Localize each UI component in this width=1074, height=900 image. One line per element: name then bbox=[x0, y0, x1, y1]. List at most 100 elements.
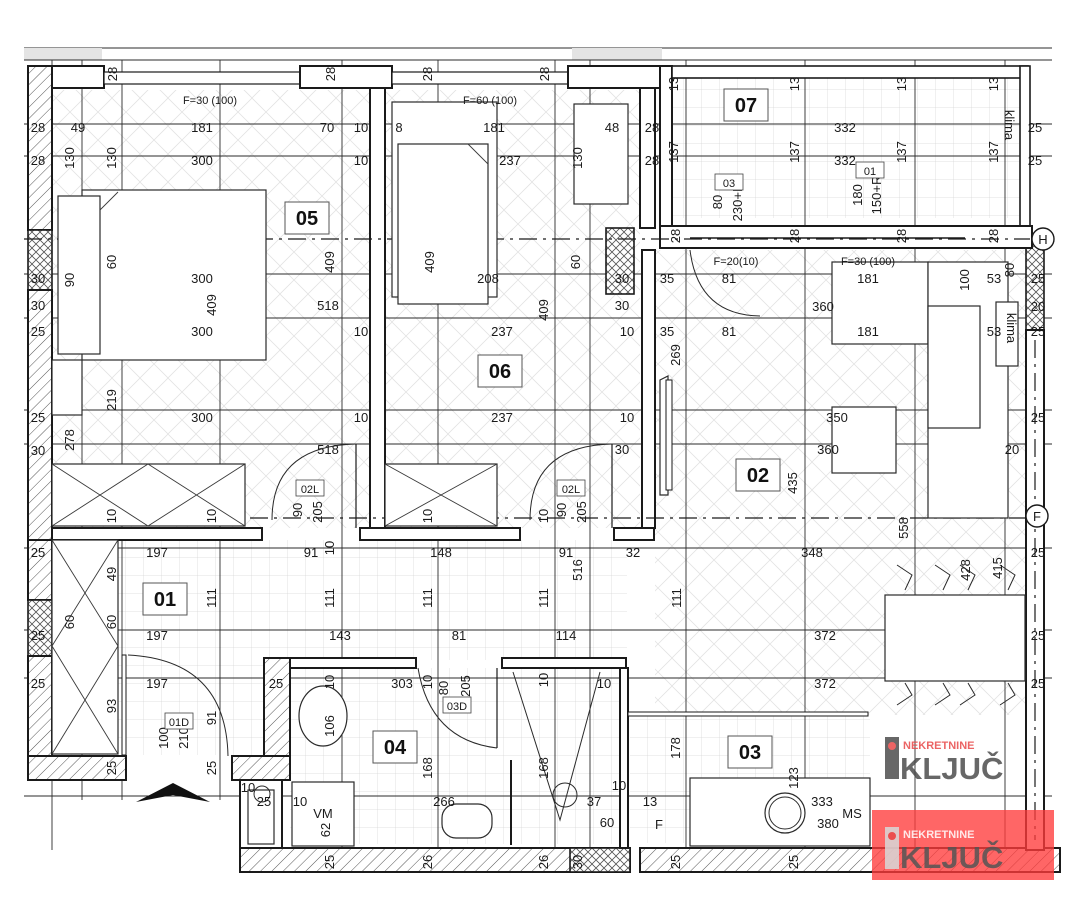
dimension-label: 372 bbox=[814, 628, 836, 643]
dimension-label: 53 bbox=[987, 271, 1001, 286]
room-06: 06 bbox=[477, 354, 523, 388]
room-02: 02 bbox=[735, 458, 781, 492]
room-03: 03 bbox=[727, 735, 773, 769]
watermark-upper: NEKRETNINE KLJUČ bbox=[885, 737, 1003, 786]
grid-marker-h-label: H bbox=[1038, 232, 1047, 247]
dimension-label: 10 bbox=[597, 676, 611, 691]
dimension-label: 10 bbox=[354, 324, 368, 339]
dimension-label: 53 bbox=[987, 324, 1001, 339]
svg-text:02L: 02L bbox=[301, 484, 319, 496]
dimension-label: 415 bbox=[990, 557, 1005, 579]
dimension-label: 10 bbox=[322, 541, 337, 555]
svg-text:02L: 02L bbox=[562, 484, 580, 496]
dimension-label: 80 bbox=[710, 195, 725, 209]
dimension-label: 10 bbox=[420, 675, 435, 689]
dimension-label: 60 bbox=[104, 255, 119, 269]
dimension-label: 25 bbox=[31, 410, 45, 425]
ac-unit bbox=[995, 301, 1019, 367]
dimension-label: 111 bbox=[669, 588, 684, 608]
dimension-label: 130 bbox=[570, 147, 585, 169]
bed-headboard bbox=[57, 195, 101, 355]
dimension-label: 25 bbox=[1031, 676, 1045, 691]
nightstand bbox=[51, 359, 83, 416]
dimension-label: 150+R bbox=[869, 176, 884, 215]
grid-marker-f bbox=[1025, 504, 1049, 528]
dimension-label: 137 bbox=[666, 141, 681, 163]
dimension-label: 28 bbox=[645, 120, 659, 135]
dimension-label: 180 bbox=[850, 184, 865, 206]
dimension-label: 60 bbox=[600, 815, 614, 830]
dimension-label: 181 bbox=[857, 271, 879, 286]
grid-markers: H F bbox=[1025, 227, 1055, 528]
toilet bbox=[298, 685, 348, 747]
dimension-label: 70 bbox=[320, 120, 334, 135]
dimension-label: 25 bbox=[1031, 271, 1045, 286]
annotation-label: 25 bbox=[257, 794, 271, 809]
dimension-label: 197 bbox=[146, 545, 168, 560]
dimension-label: 80 bbox=[1002, 263, 1017, 277]
dimension-label: 111 bbox=[420, 588, 435, 608]
window-label: F=20(10) bbox=[714, 256, 759, 268]
shower bbox=[512, 671, 601, 822]
dimension-label: 518 bbox=[317, 298, 339, 313]
dimension-label: 332 bbox=[834, 153, 856, 168]
dimension-label: 100 bbox=[957, 269, 972, 291]
dimension-label: 168 bbox=[536, 757, 551, 779]
dimension-label: 111 bbox=[322, 588, 337, 608]
dimension-label: 278 bbox=[62, 429, 77, 451]
dimension-label: 106 bbox=[322, 715, 337, 737]
dimension-label: 409 bbox=[422, 251, 437, 273]
dimension-label: 333 bbox=[811, 794, 833, 809]
dimension-label: 372 bbox=[814, 676, 836, 691]
dimension-label: 91 bbox=[559, 545, 573, 560]
dimension-label: 269 bbox=[668, 344, 683, 366]
annotation-label: klima bbox=[1002, 110, 1017, 141]
dimension-label: 10 bbox=[420, 509, 435, 523]
wardrobe bbox=[51, 463, 246, 527]
furniture bbox=[51, 101, 1026, 847]
dimension-label: 25 bbox=[668, 855, 683, 869]
dimension-label: 26 bbox=[420, 855, 435, 869]
dimension-label: 303 bbox=[391, 676, 413, 691]
dimension-label: 37 bbox=[587, 794, 601, 809]
dimension-label: 28 bbox=[31, 120, 45, 135]
dimension-label: 91 bbox=[204, 711, 219, 725]
hob bbox=[764, 792, 806, 834]
dimension-label: 380 bbox=[817, 816, 839, 831]
dimension-label: 10 bbox=[322, 675, 337, 689]
room-number: 07 bbox=[735, 95, 757, 117]
dimension-label: 300 bbox=[191, 324, 213, 339]
dimension-label: 25 bbox=[1028, 120, 1042, 135]
dimension-label: 360 bbox=[812, 299, 834, 314]
entrance-arrow-icon bbox=[136, 783, 210, 802]
dimension-label: 25 bbox=[786, 855, 801, 869]
dimension-label: 237 bbox=[491, 410, 513, 425]
dimension-label: 197 bbox=[146, 676, 168, 691]
room-number: 04 bbox=[384, 737, 407, 759]
annotation-label: klima bbox=[1004, 313, 1019, 344]
dimension-label: 205 bbox=[310, 501, 325, 523]
dimension-label: 28 bbox=[537, 67, 552, 81]
watermark-lower: NEKRETNINE KLJUČ bbox=[885, 827, 1003, 875]
dining-table bbox=[884, 594, 1026, 682]
dimension-label: 26 bbox=[536, 855, 551, 869]
dimension-label: 60 bbox=[104, 615, 119, 629]
coffee-table bbox=[831, 406, 897, 474]
dimension-label: 30 bbox=[31, 443, 45, 458]
dimension-label: 219 bbox=[104, 389, 119, 411]
dimension-label: 8 bbox=[395, 120, 402, 135]
armchair bbox=[831, 261, 929, 345]
dimension-label: 25 bbox=[1031, 324, 1045, 339]
watermark-line2: KLJUČ bbox=[900, 750, 1003, 786]
dimension-label: 13 bbox=[986, 77, 1001, 91]
dimension-label: 80 bbox=[436, 681, 451, 695]
dimension-label: 30 bbox=[615, 271, 629, 286]
dimension-label: 10 bbox=[612, 778, 626, 793]
dimension-label: 181 bbox=[483, 120, 505, 135]
dimension-label: 93 bbox=[104, 699, 119, 713]
dimension-label: 516 bbox=[570, 559, 585, 581]
room-number: 01 bbox=[154, 589, 176, 611]
dimension-label: 13 bbox=[643, 794, 657, 809]
dimension-label: 10 bbox=[104, 509, 119, 523]
dimension-label: 197 bbox=[146, 628, 168, 643]
